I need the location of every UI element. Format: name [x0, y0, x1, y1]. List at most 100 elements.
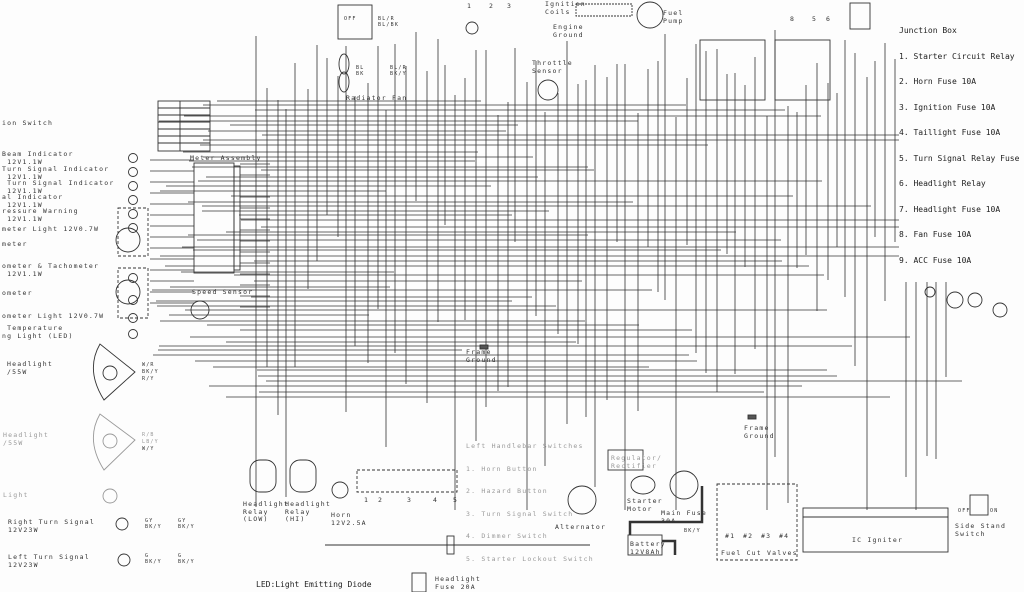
fuel-pump-icon: [636, 1, 664, 29]
junction-box-item: 7. Headlight Fuse 10A: [899, 204, 1001, 214]
wire-label: W/Y: [142, 446, 155, 452]
indicator-lamp-icon: [128, 153, 138, 163]
junction-box-item: 5. Turn Signal Relay Fuse: [899, 153, 1020, 163]
top-circle-number: 2: [489, 2, 495, 10]
ic-igniter-box: [802, 516, 949, 553]
headlight-relay-hi-label: Headlight Relay (HI): [285, 500, 332, 523]
tachometer-gauge: [117, 207, 149, 257]
top-circle-number: 1: [467, 2, 473, 10]
turn-indicator-label: Turn Signal Indicator 12V1.1W: [2, 165, 110, 181]
switch-number: 3: [407, 496, 413, 504]
right-circle-number: 6: [826, 15, 832, 23]
top-circle-number: 3: [507, 2, 513, 10]
temperature-label: Temperature ng Light (LED): [2, 324, 74, 340]
headlight-relay-hi: [289, 459, 317, 493]
handlebar-item: 1. Horn Button: [466, 464, 538, 473]
handlebar-item: 2. Hazard Button: [466, 487, 548, 495]
throttle-sensor-icon: [537, 79, 559, 101]
meter-assembly-box: [193, 162, 235, 274]
indicator-lamp-icon: [128, 329, 138, 339]
indicator-lamp-icon: [128, 167, 138, 177]
turn-indicator-label: Turn Signal Indicator 12V1.1W: [7, 179, 115, 195]
side-stand-on: ON: [990, 508, 999, 514]
meter-light-label: ometer Light 12V0.7W: [2, 312, 105, 320]
ignition-coils-icon: [575, 3, 633, 17]
speedometer-tach-label: ometer & Tachometer 12V1.1W: [2, 262, 100, 278]
side-stand-switch-icon: [969, 494, 989, 516]
wire-label: G: [145, 553, 150, 559]
switch-number: 2: [378, 496, 384, 504]
wire-label: BL/BK: [378, 22, 400, 28]
side-stand-label: Side Stand Switch: [955, 522, 1007, 538]
switch-number: 1: [364, 496, 370, 504]
wire-label: BK/Y: [390, 71, 407, 77]
starter-motor-icon: [630, 475, 656, 495]
junction-box-block: [699, 39, 766, 101]
handlebar-switch-legend: Left Handlebar Switches 1. Horn Button 2…: [466, 428, 594, 578]
frame-ground-label: Frame Ground: [744, 424, 775, 440]
junction-box-item: 4. Taillight Fuse 10A: [899, 128, 1001, 137]
battery-label: Battery 12V8Ah: [630, 540, 666, 556]
wire-label: R/Y: [142, 376, 155, 382]
pressure-warning-label: ressure Warning 12V1.1W: [2, 207, 79, 223]
junction-box-item: 8. Fan Fuse 10A: [899, 230, 972, 239]
wire-label: BK/Y: [145, 559, 162, 565]
fan-switch-box: [337, 4, 373, 40]
alternator-label: Alternator: [555, 523, 607, 531]
headlight-relay-low: [249, 459, 277, 493]
valve-3: #3: [761, 532, 772, 540]
junction-box-legend: Junction Box 1. Starter Circuit Relay 2.…: [899, 10, 1020, 282]
headlight-label: Headlight /55W: [7, 360, 54, 376]
regulator-rectifier: [607, 449, 644, 471]
wire-label: R/B: [142, 432, 155, 438]
meter-label: meter: [2, 240, 28, 248]
starter-relay-icon: [669, 470, 699, 500]
frame-ground-label: Frame Ground: [466, 348, 497, 364]
fan-switch-off-label: OFF: [344, 16, 357, 22]
alternator-icon: [567, 485, 597, 515]
ignition-switch-table: [157, 100, 211, 152]
headlight-fuse-icon: [411, 572, 427, 592]
indicator-lamp-icon: [128, 209, 138, 219]
wire-label: BK/Y: [145, 524, 162, 530]
ignition-coils-label: Ignition Coils: [545, 0, 586, 16]
radiator-fan-icon: [338, 53, 350, 75]
headlight-hi-icon: [93, 343, 136, 401]
radiator-fan-label: Radiator Fan: [346, 94, 408, 102]
indicator-lamp-icon: [128, 313, 138, 323]
tail-light-icon: [102, 488, 118, 504]
junction-box-item: 1. Starter Circuit Relay: [899, 51, 1015, 61]
handlebar-item: 3. Turn Signal Switch: [466, 509, 574, 518]
junction-box-item: 2. Horn Fuse 10A: [899, 77, 977, 86]
horn-icon: [331, 481, 349, 499]
wire-label: BK/Y: [142, 369, 159, 375]
meter-light-label: meter Light 12V0.7W: [2, 225, 100, 233]
right-circle-number: 5: [812, 15, 818, 23]
junction-box-item: 9. ACC Fuse 10A: [899, 255, 972, 265]
engine-ground-label: Engine Ground: [553, 23, 584, 39]
battery-wire-label: BK/Y: [684, 528, 701, 534]
wire-label: G: [178, 553, 183, 559]
wire-label: BK/Y: [178, 559, 195, 565]
indicator-lamp-icon: [128, 295, 138, 305]
headlight-label: Headlight /55W: [3, 431, 50, 447]
wire-label: W/R: [142, 362, 155, 368]
fuel-pump-label: Fuel Pump: [663, 9, 684, 25]
wire-label: GY: [145, 518, 154, 524]
wire-label: BL: [356, 65, 365, 71]
speed-sensor-icon: [190, 300, 210, 320]
headlight-lo-icon: [93, 413, 136, 471]
right-turn-signal-icon: [115, 517, 129, 531]
junction-box-item: 6. Headlight Relay: [899, 179, 986, 188]
indicator-lamp-icon: [128, 223, 138, 233]
junction-box-title: Junction Box: [899, 26, 957, 35]
indicator-lamp-icon: [128, 273, 138, 283]
wire-label: BL/R: [378, 16, 395, 22]
wire-label: GY: [178, 518, 187, 524]
headlight-fuse-label: Headlight Fuse 20A: [435, 575, 482, 591]
junction-box-connector: [849, 2, 871, 30]
fuel-cut-valves-label: Fuel Cut Valves: [721, 549, 798, 557]
valve-2: #2: [743, 532, 754, 540]
speed-sensor-label: Speed Sensor: [192, 288, 254, 296]
